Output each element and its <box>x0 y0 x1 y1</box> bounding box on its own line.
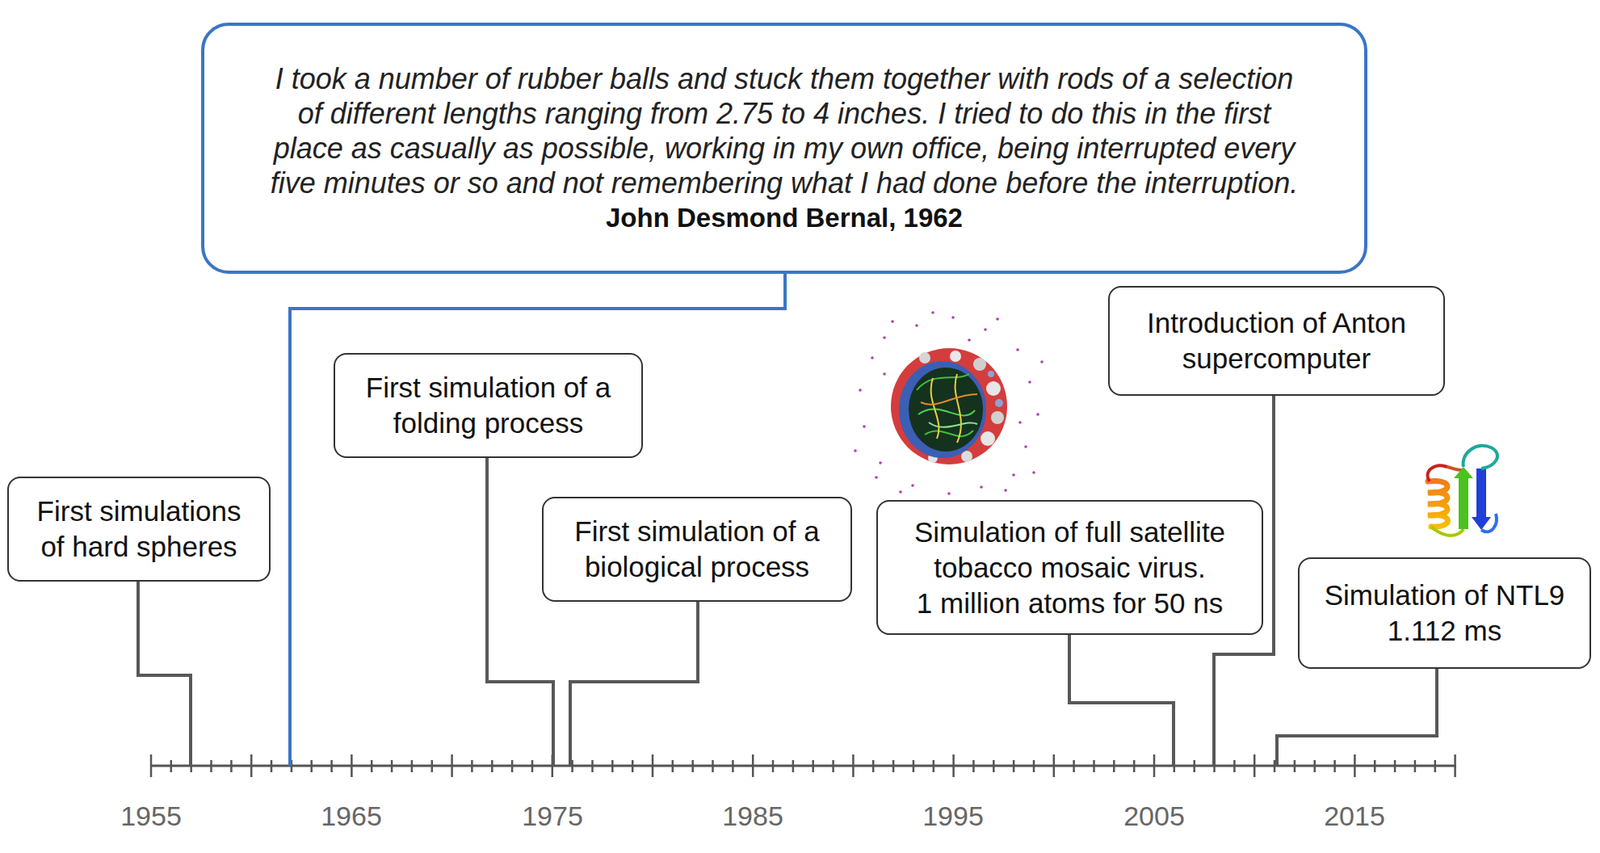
leader-line <box>570 601 698 766</box>
alpha-helix <box>1427 480 1449 527</box>
ion-dot <box>898 490 903 494</box>
ion-dot <box>858 388 862 392</box>
event-box: Simulation of NTL91.112 ms <box>1297 557 1592 669</box>
loop <box>1463 445 1498 469</box>
event-text: Simulation of NTL9 <box>1324 577 1566 614</box>
ion-dot <box>983 327 987 332</box>
axis-year-label: 1975 <box>521 799 584 832</box>
beta-strand <box>1453 466 1474 530</box>
leader-line <box>1069 634 1174 766</box>
ion-dot <box>931 310 935 315</box>
ion-dot <box>862 424 866 429</box>
ion-dot <box>911 483 915 488</box>
capsid-surface <box>890 348 1008 465</box>
protein-ribbon <box>1427 445 1498 536</box>
ion-dot <box>1028 380 1032 384</box>
event-text: Simulation of full satellite tobacco mos… <box>892 514 1248 586</box>
ion-dot <box>853 449 857 453</box>
event-box: First simulations of hard spheres <box>7 476 271 582</box>
capsid-cut-shell <box>898 361 987 458</box>
rna-strand <box>916 373 970 391</box>
axis-year-label: 2005 <box>1123 799 1185 832</box>
virus-illustration <box>853 310 1044 496</box>
ion-dot <box>1040 360 1044 364</box>
rna-strand <box>928 422 978 428</box>
surface-patch <box>949 350 962 362</box>
ion-dot <box>1012 473 1016 477</box>
ion-dot <box>1032 470 1036 475</box>
ion-dot <box>951 315 955 320</box>
rna-strand <box>920 394 978 405</box>
axis-year-label: 1955 <box>120 799 182 832</box>
time-axis <box>151 764 1457 768</box>
ion-dot <box>882 335 887 340</box>
axis-ticks <box>151 754 1456 777</box>
event-text: 1 million atoms for 50 ns <box>916 585 1223 622</box>
surface-patch <box>987 370 995 378</box>
capsid-interior <box>908 367 983 452</box>
ion-dot <box>870 356 874 360</box>
axis-year-label: 1995 <box>922 799 984 832</box>
loop <box>1447 466 1462 471</box>
rna-strand <box>924 430 974 437</box>
axis-year-label: 2015 <box>1323 799 1386 832</box>
leader-lines <box>138 395 1437 766</box>
ion-dot <box>979 485 983 489</box>
rna-strand <box>931 377 940 439</box>
ion-dot <box>915 323 919 328</box>
surface-patch <box>980 431 996 446</box>
axis-year-label: 1985 <box>722 799 784 832</box>
ion-dot <box>878 461 882 465</box>
ion-dot <box>1003 488 1008 492</box>
ion-dot <box>882 372 887 376</box>
quote-text: I took a number of rubber balls and stuc… <box>262 61 1307 201</box>
rna-strands <box>916 373 978 443</box>
surface-patch <box>919 352 931 364</box>
ion-dot <box>890 319 895 324</box>
quote-box: I took a number of rubber balls and stuc… <box>201 22 1368 274</box>
event-box: First simulation of a biological process <box>541 496 853 602</box>
surface-patch <box>991 411 1004 425</box>
axis-year-label: 1965 <box>320 799 383 832</box>
event-text: 1.112 ms <box>1387 613 1502 649</box>
event-text: First simulation of a biological process <box>559 513 835 585</box>
event-box: Introduction of Anton supercomputer <box>1108 285 1445 396</box>
rna-strand <box>918 409 975 416</box>
ion-dot <box>874 475 878 479</box>
ion-dot <box>967 338 971 342</box>
event-text: First simulations of hard spheres <box>28 493 251 565</box>
event-box: First simulation of a folding process <box>333 352 643 458</box>
event-text: Introduction of Anton supercomputer <box>1127 305 1427 377</box>
leader-line <box>138 581 191 766</box>
ion-dots <box>853 310 1044 496</box>
surface-patch <box>995 398 1004 408</box>
ion-dot <box>1024 445 1028 449</box>
surface-patch <box>986 381 1001 396</box>
event-text: First simulation of a folding process <box>351 369 626 441</box>
surface-patch <box>973 357 987 371</box>
beta-strand <box>1471 468 1491 530</box>
leader-line <box>1276 668 1437 766</box>
quote-attribution: John Desmond Bernal, 1962 <box>605 200 963 236</box>
ion-dot <box>995 317 1000 321</box>
loop <box>1481 513 1497 532</box>
ion-dot <box>1018 420 1022 425</box>
rna-strand <box>955 373 962 443</box>
ion-dot <box>1016 348 1020 352</box>
loop <box>1427 465 1448 482</box>
event-box: Simulation of full satellite tobacco mos… <box>876 499 1264 635</box>
ion-dot <box>1036 412 1040 416</box>
ion-dot <box>947 491 951 496</box>
